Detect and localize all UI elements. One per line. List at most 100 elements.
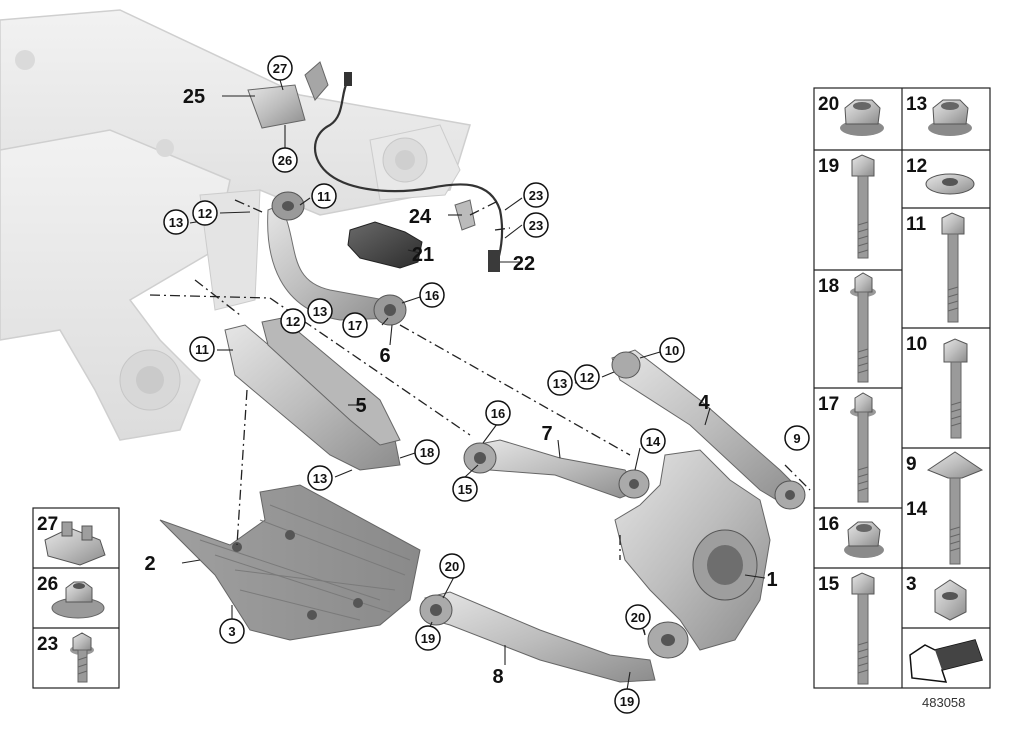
- part-callout-4: 4: [698, 392, 710, 414]
- circled-callout-23: 23: [523, 212, 549, 238]
- callout-circle: [415, 625, 441, 651]
- callout-circle: [523, 212, 549, 238]
- table-label: 12: [906, 156, 927, 177]
- callout-number: 11: [317, 189, 331, 204]
- table-label: 27: [37, 514, 58, 535]
- callout-circle: [452, 476, 478, 502]
- callout-circle: [659, 337, 685, 363]
- callout-circle: [311, 183, 337, 209]
- circled-callout-11: 11: [189, 336, 215, 362]
- callout-number: 20: [445, 559, 459, 574]
- callout-circle: [419, 282, 445, 308]
- callout-circle: [625, 604, 651, 630]
- circled-callout-10: 10: [659, 337, 685, 363]
- callout-circle: [307, 298, 333, 324]
- callout-number: 12: [580, 370, 594, 385]
- callout-number: 13: [313, 304, 327, 319]
- table-label: 23: [37, 634, 58, 655]
- wheel-speed-sensor-cable: [314, 72, 504, 272]
- callout-circle: [272, 147, 298, 173]
- callout-number: 13: [169, 215, 183, 230]
- table-label: 18: [818, 276, 839, 297]
- circled-callout-23: 23: [523, 182, 549, 208]
- callout-circle: [640, 428, 666, 454]
- clip-icon: [44, 521, 106, 566]
- callout-circle: [614, 688, 640, 714]
- part-callout-22: 22: [513, 253, 535, 275]
- table-label: 11: [906, 214, 927, 235]
- circled-callout-3: 3: [219, 618, 245, 644]
- wheel-carrier-part-1: [614, 449, 771, 659]
- eccentric-bolt-icon: [926, 451, 984, 565]
- callout-number: 10: [665, 343, 679, 358]
- table-label: 26: [37, 574, 58, 595]
- flange-nut-icon: [51, 581, 105, 619]
- control-arm-part-5: [224, 317, 401, 471]
- hex-bolt-icon: [851, 572, 875, 685]
- callout-number: 12: [286, 314, 300, 329]
- callout-number: 20: [631, 610, 645, 625]
- callout-circle: [163, 209, 189, 235]
- circled-callout-16: 16: [485, 400, 511, 426]
- circled-callout-14: 14: [640, 428, 666, 454]
- diagram-reference-number: 483058: [922, 695, 965, 710]
- hex-bolt-icon: [941, 212, 965, 323]
- flange-bolt-icon: [850, 272, 876, 383]
- circled-callout-13: 13: [307, 298, 333, 324]
- circled-callout-19: 19: [614, 688, 640, 714]
- callout-number: 13: [313, 471, 327, 486]
- callout-circle: [267, 55, 293, 81]
- circled-callout-26: 26: [272, 147, 298, 173]
- callout-number: 11: [195, 342, 209, 357]
- circled-callout-27: 27: [267, 55, 293, 81]
- callout-circle: [342, 312, 368, 338]
- callout-number: 12: [198, 206, 212, 221]
- collar-nut-icon: [844, 521, 884, 558]
- callout-circle: [439, 553, 465, 579]
- parts-table-left: 27 26 23: [32, 507, 120, 689]
- callout-number: 3: [228, 624, 235, 639]
- callout-circle: [307, 465, 333, 491]
- hex-nut-icon: [934, 579, 967, 621]
- callout-circle: [574, 364, 600, 390]
- collar-nut-icon: [840, 99, 884, 136]
- part-callout-2: 2: [144, 553, 155, 575]
- toe-link-part-4: [611, 349, 806, 510]
- camber-link-part-7: [463, 439, 650, 499]
- circled-callout-12: 12: [280, 308, 306, 334]
- table-label: 16: [818, 514, 839, 535]
- callout-number: 14: [646, 434, 661, 449]
- washer-icon: [925, 173, 975, 195]
- flange-bolt-icon: [850, 392, 876, 503]
- callout-number: 18: [420, 445, 434, 460]
- callout-circle: [414, 439, 440, 465]
- callout-number: 16: [491, 406, 505, 421]
- circled-callout-12: 12: [192, 200, 218, 226]
- hex-bolt-icon: [851, 154, 875, 259]
- circled-callout-20: 20: [625, 604, 651, 630]
- part-callout-25: 25: [183, 86, 205, 108]
- circled-callout-18: 18: [414, 439, 440, 465]
- table-label: 20: [818, 94, 839, 115]
- table-label: 10: [906, 334, 927, 355]
- circled-callout-9: 9: [784, 425, 810, 451]
- table-label: 13: [906, 94, 927, 115]
- circled-callout-11: 11: [311, 183, 337, 209]
- part-callout-21: 21: [412, 244, 434, 266]
- callout-number: 9: [793, 431, 800, 446]
- table-label: 14: [906, 499, 928, 520]
- callout-circle: [280, 308, 306, 334]
- callout-number: 23: [529, 218, 543, 233]
- bracket-part-25: [247, 61, 329, 129]
- circled-callout-12: 12: [574, 364, 600, 390]
- callout-circle: [547, 370, 573, 396]
- table-label: 3: [906, 574, 917, 595]
- callout-circle: [485, 400, 511, 426]
- lower-link-part-8: [419, 591, 656, 683]
- table-label: 9: [906, 454, 917, 475]
- circled-callout-19: 19: [415, 625, 441, 651]
- circled-callout-13: 13: [163, 209, 189, 235]
